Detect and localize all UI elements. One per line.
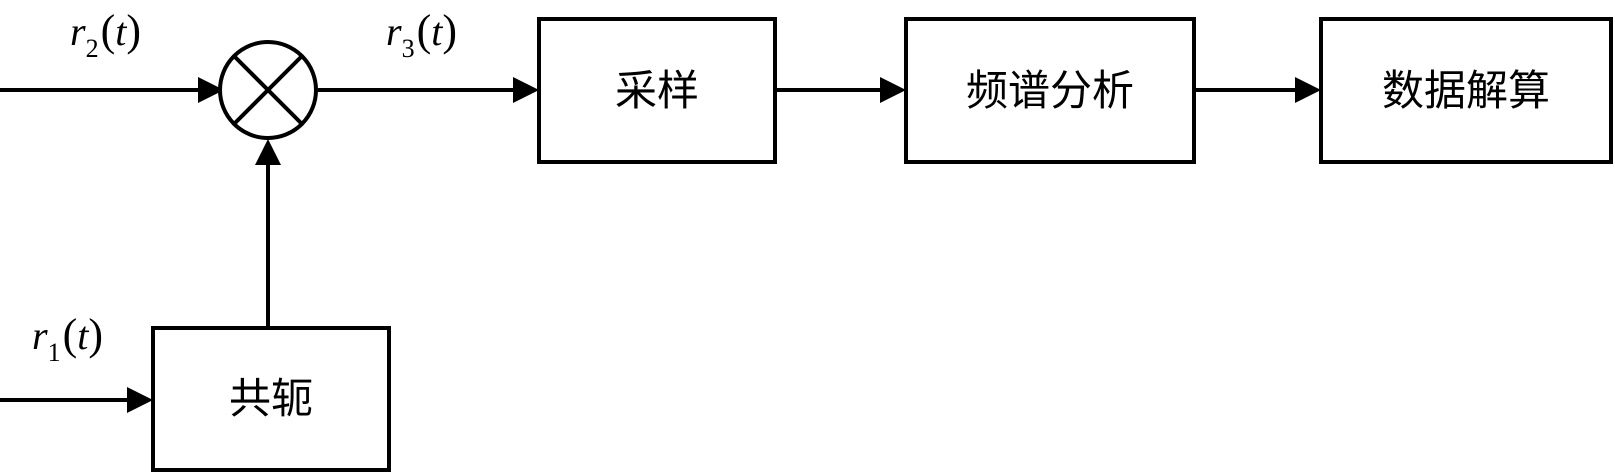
sampling-label: 采样 [615, 66, 699, 115]
conjugate-label: 共轭 [229, 374, 313, 423]
r1-signal-label: r1(t) [32, 310, 103, 367]
arrowhead-into-sampling [513, 77, 539, 103]
multiplier-icon [218, 40, 318, 140]
r3-signal-label: r3(t) [386, 6, 457, 63]
spectrum-analysis-label: 频谱分析 [966, 66, 1134, 115]
arrowhead-into-data [1295, 77, 1321, 103]
data-calculation-block [1319, 17, 1613, 164]
sampling-block [537, 17, 777, 164]
arrowhead-up-into-multiplier [255, 139, 281, 165]
arrowhead-into-conjugate [127, 387, 153, 413]
r2-signal-label: r2(t) [70, 6, 141, 63]
data-calculation-label: 数据解算 [1382, 66, 1550, 115]
conjugate-block [151, 326, 391, 472]
arrowhead-into-spectrum [880, 77, 906, 103]
spectrum-analysis-block [904, 17, 1196, 164]
arrowhead-into-multiplier [198, 77, 224, 103]
